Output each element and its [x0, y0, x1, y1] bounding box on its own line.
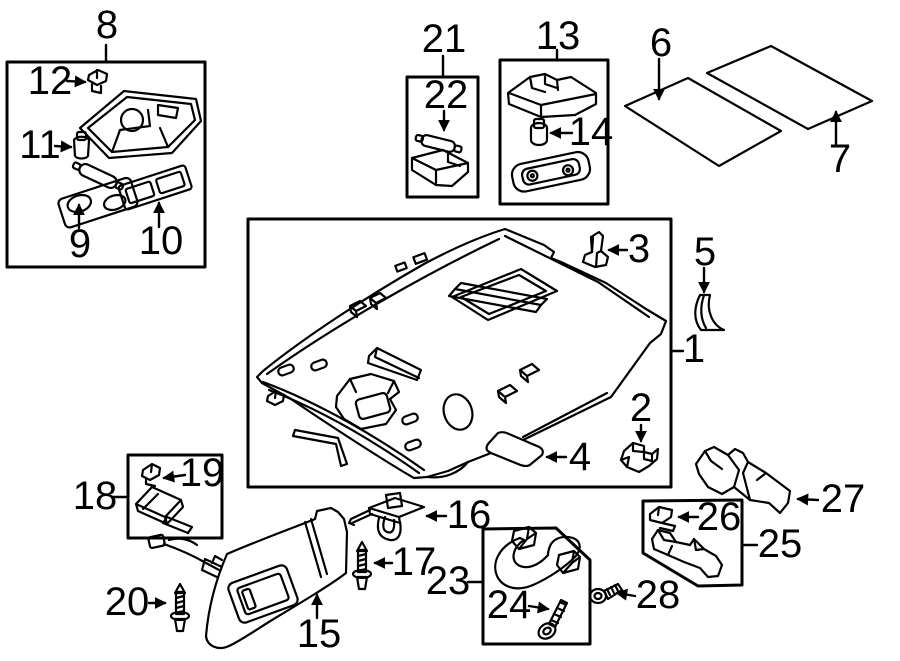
dome-lamp-group-box: [498, 58, 610, 206]
lamp-housing-13-drawing: [506, 72, 598, 119]
part-label-23[interactable]: 23: [425, 559, 471, 603]
clip-2-drawing: [619, 441, 660, 474]
arrow-19: [162, 470, 187, 483]
part-label-22[interactable]: 22: [423, 73, 469, 117]
part-label-20[interactable]: 20: [104, 580, 150, 624]
part-label-28[interactable]: 28: [635, 573, 681, 617]
arrow-11: [53, 140, 73, 153]
part-label-27[interactable]: 27: [820, 477, 866, 521]
part-label-9[interactable]: 9: [68, 222, 92, 266]
headliner-group-box: [246, 217, 673, 489]
screw-17-drawing: [351, 540, 373, 591]
festoon-bulb-8-drawing: [71, 161, 125, 191]
clip-26-drawing: [648, 505, 677, 533]
clip-19-drawing: [140, 462, 162, 488]
part-label-21[interactable]: 21: [421, 17, 467, 61]
part-label-11[interactable]: 11: [19, 123, 61, 167]
part-label-15[interactable]: 15: [296, 612, 342, 656]
lens-9-drawing: [57, 176, 139, 229]
visor-rod-drawing: [147, 533, 224, 580]
lamp-housing-21-drawing: [410, 148, 470, 188]
molding-5-drawing: [694, 293, 726, 332]
part-label-1[interactable]: 1: [682, 327, 706, 371]
arrow-24: [527, 601, 550, 614]
part-label-10[interactable]: 10: [138, 219, 184, 263]
arrow-27: [796, 493, 820, 506]
part-label-24[interactable]: 24: [486, 583, 532, 627]
arrow-12: [65, 75, 87, 88]
clip-18-drawing: [134, 485, 194, 535]
bulb-11-drawing: [72, 130, 91, 160]
part-label-12[interactable]: 12: [27, 59, 73, 103]
overhead-console-drawing: [78, 89, 203, 160]
clip-3-drawing: [581, 230, 610, 269]
retainer-clip-12-drawing: [86, 68, 109, 95]
arrow-28: [615, 588, 637, 601]
part-label-6[interactable]: 6: [649, 21, 673, 65]
part-label-17[interactable]: 17: [391, 540, 437, 584]
part-label-2[interactable]: 2: [629, 386, 653, 430]
rear-bracket-group-box: [641, 498, 744, 588]
part-label-25[interactable]: 25: [757, 522, 803, 566]
leader-lines: [104, 43, 759, 584]
headliner-drawing: [255, 227, 668, 480]
pad-4-drawing: [485, 431, 544, 468]
part-label-3[interactable]: 3: [627, 227, 651, 271]
part-label-18[interactable]: 18: [72, 474, 118, 518]
part-label-5[interactable]: 5: [693, 230, 717, 274]
part-label-8[interactable]: 8: [95, 3, 119, 47]
part-label-4[interactable]: 4: [568, 435, 592, 479]
sun-visor-drawing: [204, 506, 349, 650]
grab-handle-drawing: [494, 525, 582, 590]
part-label-7[interactable]: 7: [828, 137, 852, 181]
insulator-pad-7-drawing: [705, 44, 874, 131]
part-label-26[interactable]: 26: [696, 495, 742, 539]
festoon-bulb-22-drawing: [414, 133, 463, 154]
part-label-13[interactable]: 13: [535, 14, 581, 58]
lens-10-drawing: [117, 164, 193, 211]
screw-24-drawing: [537, 598, 569, 640]
bracket-27-drawing: [694, 445, 792, 515]
bracket-25-drawing: [650, 528, 724, 579]
part-label-14[interactable]: 14: [568, 110, 614, 154]
bulb-14-drawing: [529, 117, 549, 147]
lens-13-drawing: [510, 150, 592, 193]
grab-handle-group-box: [481, 526, 592, 646]
bracket-16-drawing: [347, 491, 426, 542]
insulator-pad-6-drawing: [623, 76, 783, 168]
part-label-16[interactable]: 16: [446, 493, 492, 537]
leader-arrows: [53, 57, 842, 620]
part-label-19[interactable]: 19: [179, 451, 225, 495]
screw-20-drawing: [169, 582, 191, 633]
